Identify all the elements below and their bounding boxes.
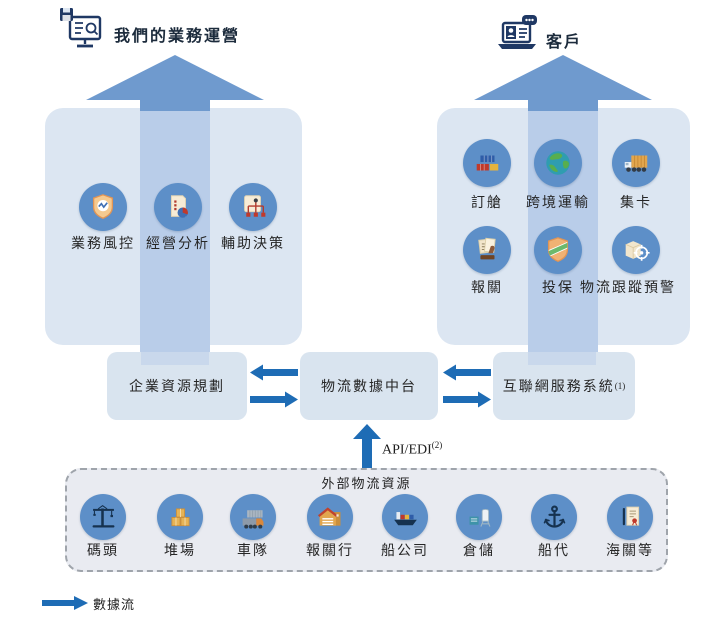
right-up-arrowhead-icon bbox=[474, 54, 652, 116]
legend-data-flow-label: 數據流 bbox=[93, 597, 136, 612]
left-up-arrowhead-icon bbox=[86, 54, 264, 116]
label-risk-control: 業務風控 bbox=[71, 237, 135, 252]
header-customers: 客戶 bbox=[546, 34, 583, 51]
insurance-shield-icon bbox=[534, 226, 582, 274]
right-shaft-box-joint bbox=[528, 352, 596, 365]
label-fleet: 車隊 bbox=[237, 544, 269, 559]
footnote-1-marker: (1) bbox=[614, 381, 626, 391]
analysis-doc-pie-icon bbox=[154, 183, 202, 231]
header-our-operations: 我們的業務運營 bbox=[114, 28, 241, 45]
label-insurance: 投保 bbox=[542, 281, 574, 296]
tracking-target-icon bbox=[612, 226, 660, 274]
label-customs-etc: 海關等 bbox=[606, 544, 654, 559]
left-shaft-box-joint bbox=[141, 352, 209, 365]
left-up-arrow-shaft bbox=[140, 108, 210, 354]
api-edi-up-arrow-icon bbox=[352, 424, 382, 474]
logistics-data-platform-box: 物流數據中台 bbox=[300, 352, 438, 420]
external-logistics-title: 外部物流資源 bbox=[321, 476, 412, 491]
erp-platform-arrows-icon bbox=[250, 364, 298, 413]
decision-orgchart-icon bbox=[229, 183, 277, 231]
label-shipping-company: 船公司 bbox=[381, 544, 429, 559]
label-operation-analysis: 經營分析 bbox=[146, 237, 210, 252]
label-shipping-agent: 船代 bbox=[538, 544, 570, 559]
label-warehousing: 倉儲 bbox=[463, 544, 495, 559]
customs-document-seal-icon bbox=[607, 494, 653, 540]
truck-fleet-icon bbox=[230, 494, 276, 540]
risk-shield-icon bbox=[79, 183, 127, 231]
label-logistics-tracking-alert: 物流跟蹤預警 bbox=[580, 281, 676, 296]
label-crossborder-transport: 跨境運輸 bbox=[526, 196, 590, 211]
footnote-2-marker: (2) bbox=[431, 440, 443, 450]
internet-service-system-box: 互聯網服務系統(1) bbox=[493, 352, 635, 420]
erp-box-label: 企業資源規劃 bbox=[129, 380, 225, 395]
label-terminal: 碼頭 bbox=[87, 544, 119, 559]
label-container-truck: 集卡 bbox=[620, 196, 652, 211]
crane-icon bbox=[80, 494, 126, 540]
data-flow-arrow-icon bbox=[42, 596, 88, 615]
label-decision-support: 輔助決策 bbox=[221, 237, 285, 252]
api-edi-label: API/EDI(2) bbox=[382, 440, 442, 459]
logistics-data-platform-label: 物流數據中台 bbox=[321, 380, 417, 395]
container-truck-icon bbox=[612, 139, 660, 187]
platform-internet-arrows-icon bbox=[443, 364, 491, 413]
containers-icon bbox=[463, 139, 511, 187]
cargo-ship-icon bbox=[382, 494, 428, 540]
internet-service-system-label: 互聯網服務系統 bbox=[502, 380, 615, 395]
label-yard: 堆場 bbox=[164, 544, 196, 559]
label-booking: 訂艙 bbox=[471, 196, 503, 211]
label-customs-broker: 報關行 bbox=[306, 544, 354, 559]
api-edi-text: API/EDI bbox=[382, 442, 432, 458]
customs-declare-icon bbox=[463, 226, 511, 274]
monitor-search-icon bbox=[58, 6, 108, 59]
warehouse-tank-icon bbox=[456, 494, 502, 540]
globe-icon bbox=[534, 139, 582, 187]
customs-broker-building-icon bbox=[307, 494, 353, 540]
cargo-boxes-icon bbox=[157, 494, 203, 540]
laptop-customer-icon bbox=[494, 14, 540, 63]
anchor-icon bbox=[531, 494, 577, 540]
label-customs-declaration: 報關 bbox=[471, 281, 503, 296]
